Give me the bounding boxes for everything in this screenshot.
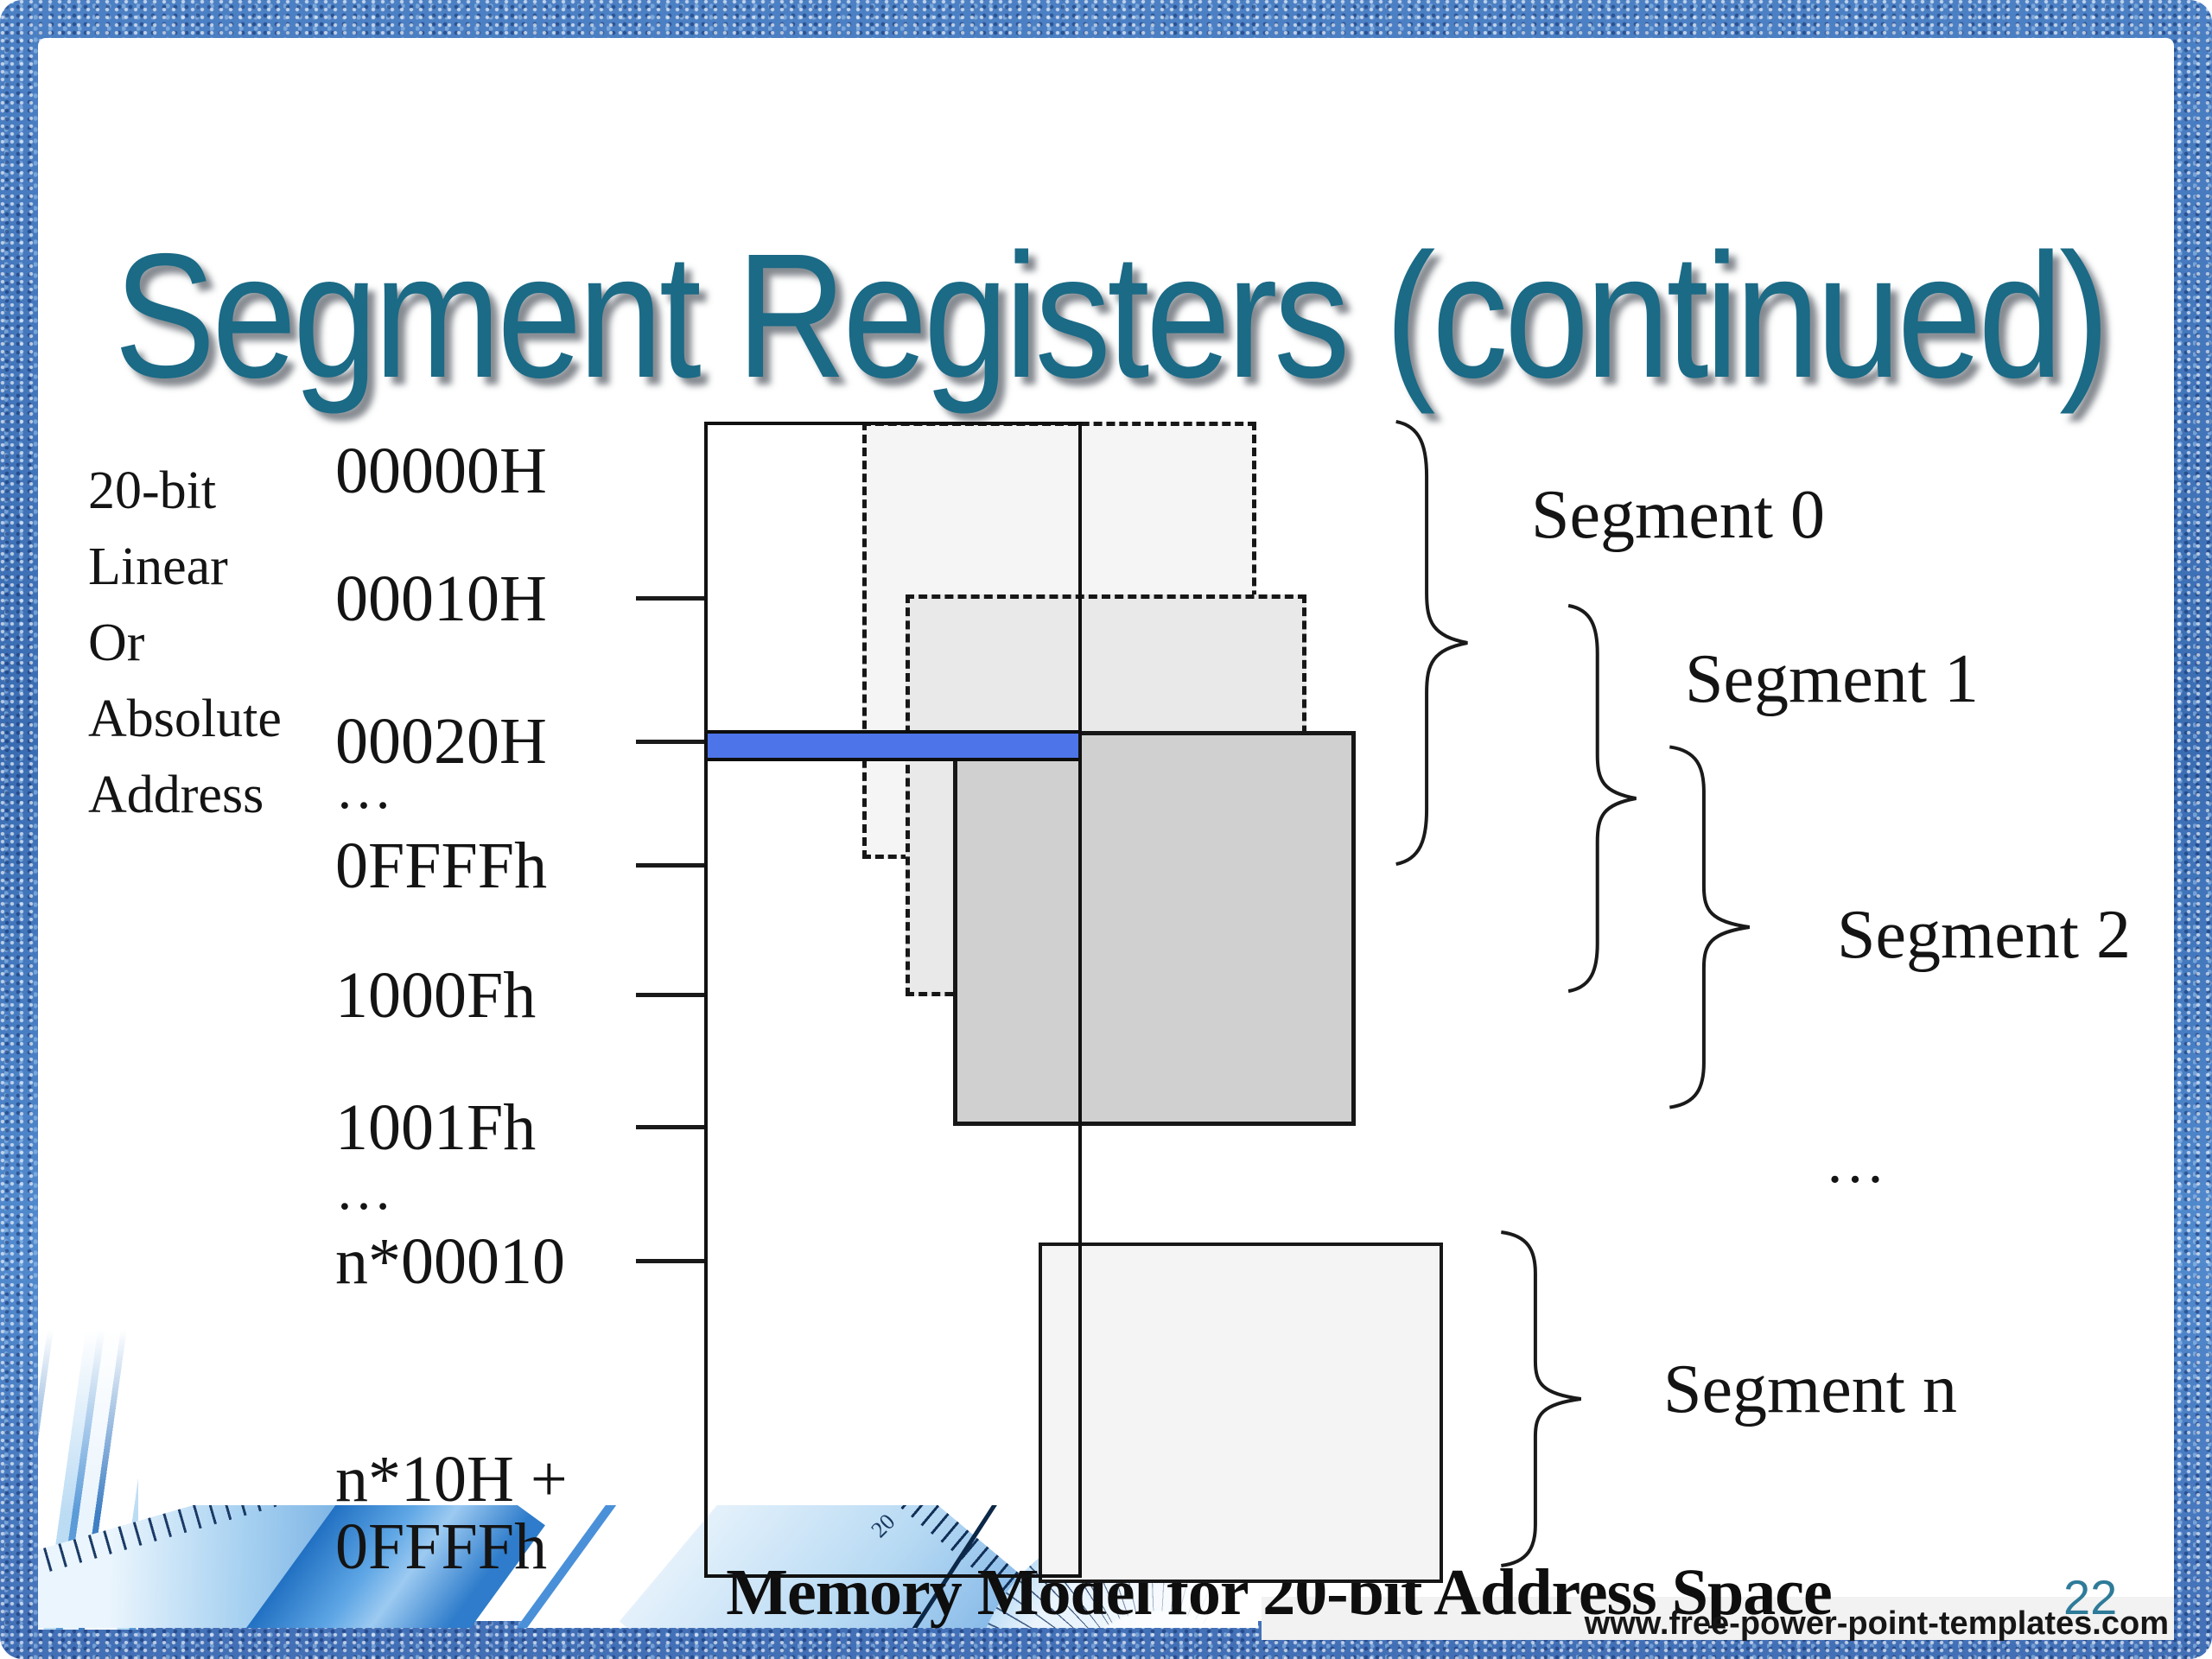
address-tick — [636, 740, 705, 744]
address-label: 0FFFFh — [335, 1510, 548, 1583]
address-ellipsis: … — [335, 1159, 398, 1222]
segment-1-label: Segment 1 — [1685, 641, 1979, 717]
address-label: 00010H — [335, 563, 547, 635]
segment-ellipsis: … — [1825, 1129, 1893, 1196]
segment-n-brace — [1471, 1227, 1586, 1571]
segment-n-label: Segment n — [1663, 1351, 1957, 1427]
address-label: 00000H — [335, 435, 547, 507]
footer-band — [1262, 1597, 2174, 1640]
address-label: 1001Fh — [335, 1091, 537, 1164]
axis-heading-line: Linear — [88, 537, 228, 596]
axis-heading-line: Address — [88, 766, 264, 824]
axis-heading-line: Absolute — [88, 690, 282, 748]
address-tick — [636, 993, 705, 997]
segment-2-brace — [1640, 741, 1754, 1113]
address-tick — [636, 1259, 705, 1263]
segment-0-brace — [1370, 415, 1471, 871]
axis-heading: 20-bit Linear Or Absolute Address — [88, 453, 282, 833]
watermark-link[interactable]: www.free-power-point-templates.com — [1584, 1605, 2169, 1642]
axis-heading-line: 20-bit — [88, 461, 217, 520]
axis-heading-line: Or — [88, 613, 145, 672]
address-label: 00020H — [335, 705, 547, 778]
segment-2-label: Segment 2 — [1837, 897, 2131, 973]
address-label: 0FFFFh — [335, 830, 548, 902]
page-title: Segment Registers (continued) — [114, 217, 2110, 415]
segment-1-brace — [1543, 600, 1640, 997]
address-label: n*10H + — [335, 1443, 568, 1516]
address-label: n*00010 — [335, 1225, 565, 1298]
segment-n-box — [1039, 1243, 1443, 1583]
address-tick — [636, 1125, 705, 1129]
highlighted-paragraph-row — [704, 730, 1082, 761]
address-label: 1000Fh — [335, 959, 537, 1032]
segment-2-box — [953, 731, 1356, 1126]
address-ellipsis: … — [335, 758, 398, 821]
address-tick — [636, 596, 705, 601]
segment-0-label: Segment 0 — [1531, 477, 1825, 553]
address-tick — [636, 863, 705, 868]
memory-column-border — [704, 422, 1082, 1578]
page-number: 22 — [2063, 1570, 2118, 1624]
